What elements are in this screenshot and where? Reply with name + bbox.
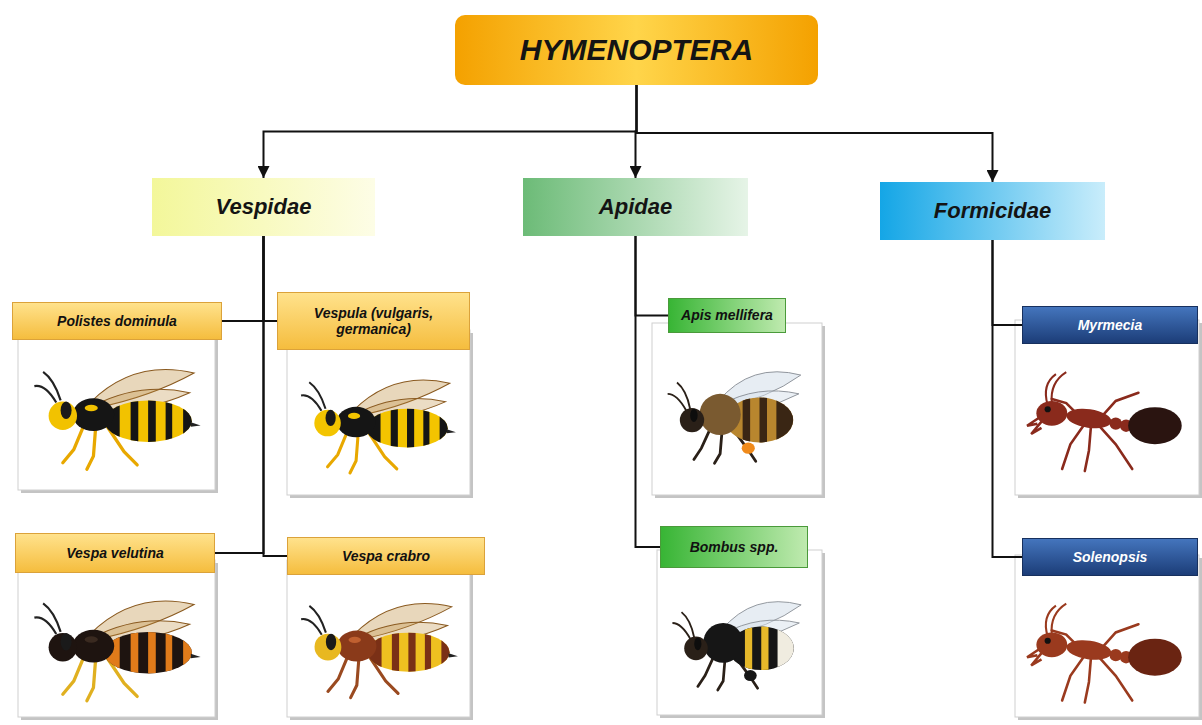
family-box: Apidae (523, 178, 748, 236)
species-label: Vespa crabro (287, 537, 485, 575)
photo-frame (657, 550, 822, 715)
photo-frame (652, 323, 822, 495)
species-label: Vespula (vulgaris, germanica) (277, 292, 470, 350)
photo-frame (287, 560, 470, 717)
connector (264, 236, 288, 556)
photo-frame (287, 330, 470, 495)
node-text: Formicidae (934, 198, 1051, 223)
hornet-picture (34, 601, 200, 701)
connector (264, 85, 637, 178)
family-box: Formicidae (880, 182, 1105, 240)
hornet-picture (301, 604, 458, 698)
ant-picture (1027, 372, 1182, 471)
connector (993, 240, 1023, 557)
connector (222, 236, 264, 321)
species-label: Polistes dominula (12, 302, 222, 340)
wasp-picture (34, 370, 200, 470)
bumblebee-picture (672, 602, 801, 690)
bee-picture (668, 372, 801, 463)
node-text: Apis mellifera (681, 307, 773, 323)
family-box: Vespidae (152, 178, 375, 236)
node-text: Bombus spp. (690, 539, 779, 555)
connector (993, 240, 1023, 325)
photo-frame (18, 560, 215, 717)
connector (636, 236, 661, 547)
photo-frames (18, 320, 1202, 720)
node-text: Vespula (vulgaris, germanica) (286, 305, 461, 337)
order-box: HYMENOPTERA (455, 15, 818, 85)
species-label: Myrmecia (1022, 306, 1198, 344)
node-text: Vespa crabro (342, 548, 430, 564)
node-text: Polistes dominula (57, 313, 177, 329)
ant-picture (1027, 604, 1182, 703)
species-label: Vespa velutina (15, 533, 215, 573)
connector (264, 236, 278, 321)
node-text: Solenopsis (1073, 549, 1148, 565)
photo-frame (18, 330, 215, 490)
photo-frame (1015, 555, 1199, 717)
connector (637, 85, 993, 182)
species-label: Bombus spp. (660, 526, 808, 568)
node-text: Vespa velutina (66, 545, 164, 561)
species-label: Solenopsis (1022, 538, 1198, 576)
node-text: Vespidae (216, 194, 312, 219)
wasp-picture (301, 380, 456, 473)
node-text: Apidae (599, 194, 672, 219)
photo-frame (1015, 320, 1199, 495)
connector (215, 236, 264, 553)
species-label: Apis mellifera (668, 298, 786, 333)
node-text: Myrmecia (1078, 317, 1143, 333)
connector (636, 236, 669, 316)
connector-layer (215, 85, 1022, 557)
node-text: HYMENOPTERA (520, 33, 753, 68)
